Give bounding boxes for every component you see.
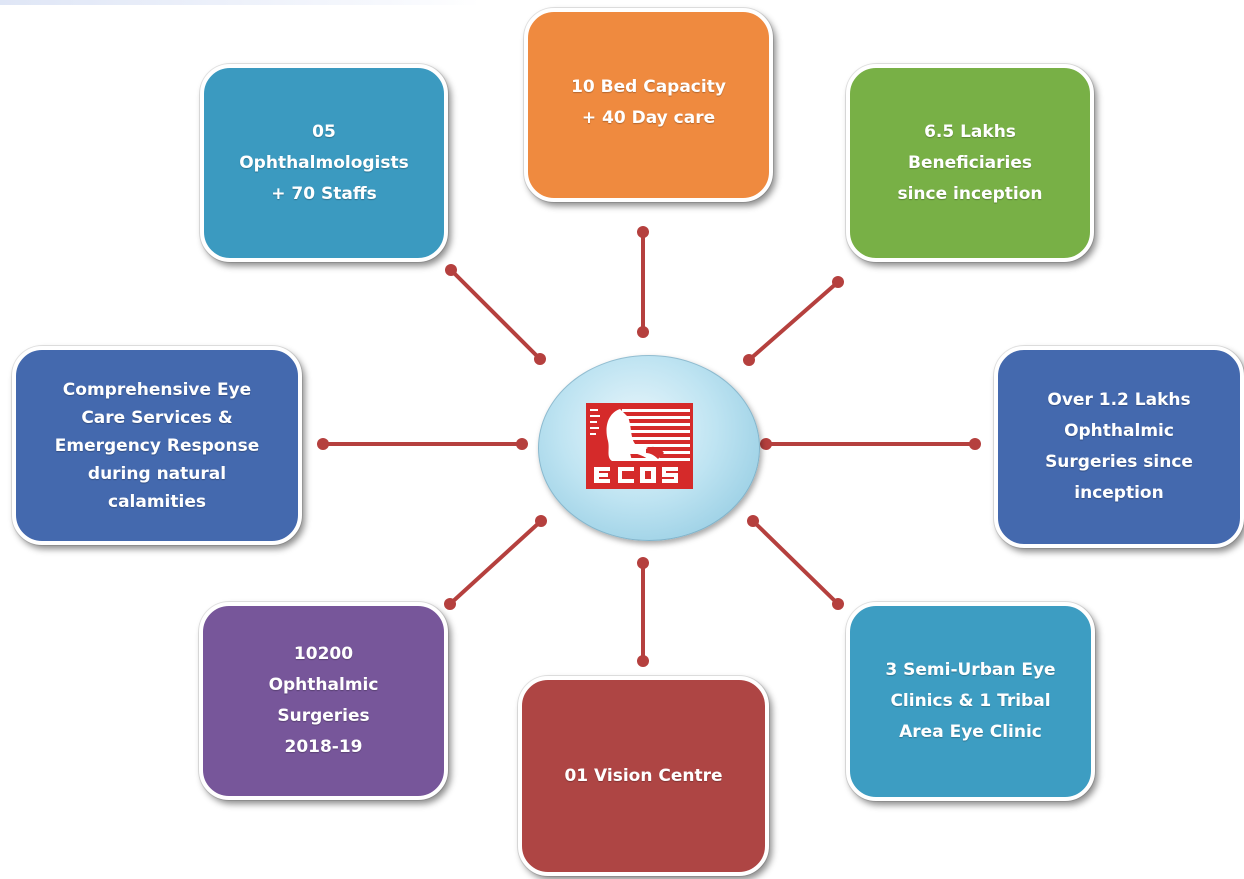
top-border-strip [0,0,480,5]
top-left-connector-end-dot [534,353,546,365]
bottom-right-connector-end-dot [832,598,844,610]
total-surgeries-line-2: Ophthalmic [1064,421,1174,441]
ophthalmologists-staff-box: 05 Ophthalmologists + 70 Staffs [200,64,448,262]
bottom-connector-end-dot [637,655,649,667]
top-right-connector-start-dot [832,276,844,288]
eye-clinics-box: 3 Semi-Urban Eye Clinics & 1 Tribal Area… [846,602,1095,801]
comprehensive-eye-care-box: Comprehensive Eye Care Services & Emerge… [12,346,302,545]
bottom-left-connector [448,519,543,606]
right-connector-start-dot [760,438,772,450]
bed-capacity-line-2: + 40 Day care [581,108,716,128]
eye-clinics-line-1: 3 Semi-Urban Eye [885,660,1056,680]
eye-care-line-2: Care Services & [81,407,233,428]
top-connector-start-dot [637,226,649,238]
right-connector-end-dot [969,438,981,450]
bottom-left-connector-end-dot [444,598,456,610]
eye-care-line-5: calamities [108,491,206,512]
bottom-right-connector [751,519,840,606]
bed-capacity-line-1: 10 Bed Capacity [571,77,726,97]
eye-clinics-line-2: Clinics & 1 Tribal [890,691,1051,711]
left-connector-start-dot [317,438,329,450]
total-surgeries-line-4: inception [1074,483,1164,503]
bottom-left-connector-start-dot [535,515,547,527]
bottom-connector-start-dot [637,557,649,569]
surgeries-2018-19-box: 10200 Ophthalmic Surgeries 2018-19 [199,602,448,800]
top-left-connector [449,268,542,361]
eye-clinics-line-3: Area Eye Clinic [899,722,1042,742]
beneficiaries-line-2: Beneficiaries [908,152,1032,173]
total-surgeries-box: Over 1.2 Lakhs Ophthalmic Surgeries sinc… [994,346,1244,548]
surgeries-year-line-2: Ophthalmic [268,675,379,695]
surgeries-year-line-4: 2018-19 [284,737,363,757]
eye-care-line-3: Emergency Response [54,435,260,456]
left-connector-end-dot [516,438,528,450]
eye-care-line-1: Comprehensive Eye [62,379,252,400]
staff-line-1: 05 [312,121,336,142]
top-right-connector [747,280,840,362]
total-surgeries-line-3: Surgeries since [1045,452,1193,472]
staff-line-3: + 70 Staffs [271,183,377,204]
surgeries-year-line-3: Surgeries [277,706,370,726]
beneficiaries-line-1: 6.5 Lakhs [924,121,1016,142]
staff-line-2: Ophthalmologists [239,152,409,173]
total-surgeries-line-1: Over 1.2 Lakhs [1047,390,1191,410]
top-connector-end-dot [637,326,649,338]
vision-centre-line-1: 01 Vision Centre [564,765,723,786]
top-left-connector-start-dot [445,264,457,276]
bed-capacity-box: 10 Bed Capacity + 40 Day care [524,8,773,202]
surgeries-year-line-1: 10200 [293,644,354,664]
top-right-connector-end-dot [743,354,755,366]
bottom-right-connector-start-dot [747,515,759,527]
vision-centre-box: 01 Vision Centre [518,676,769,876]
ecos-logo-icon [586,403,693,489]
beneficiaries-box: 6.5 Lakhs Beneficiaries since inception [846,64,1094,262]
beneficiaries-line-3: since inception [897,183,1043,204]
eye-care-line-4: during natural [87,463,227,484]
